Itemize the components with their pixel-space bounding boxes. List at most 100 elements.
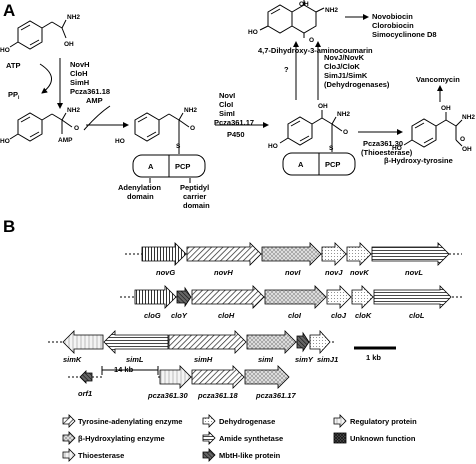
vancomycin-label: Vancomycin [416, 75, 460, 84]
domain-a-label: A [148, 162, 154, 171]
gene-arrow-simi [246, 330, 297, 354]
gene-arrow-simk [62, 330, 104, 354]
gene-label-novg: novG [156, 268, 175, 277]
simj1k-label: SimJ1/SimK [324, 71, 368, 80]
gene-arrow-siml [103, 330, 169, 354]
gene-arrow-cloj [326, 285, 352, 309]
nh2-label-3: NH2 [184, 107, 197, 114]
gene-label-pcza36130: pcza361.30 [147, 391, 188, 400]
clorobiocin-label: Clorobiocin [372, 21, 414, 30]
tyrosyl-amp-structure [9, 112, 73, 142]
legend-swatch-dehydrogenase [202, 414, 216, 428]
hydroxy-aminoacyl-pcp-structure [279, 110, 343, 152]
scale-label: 1 kb [366, 353, 381, 362]
novobiocin-label: Novobiocin [372, 12, 413, 21]
o-label-3: O [343, 129, 348, 136]
atp-label: ATP [6, 61, 20, 70]
pcza361-cluster: 14 kb orf1 pcza361.30 pcza361.18 pcza361… [68, 365, 296, 400]
oh-label: OH [64, 41, 74, 48]
gene-arrow-pcza36130 [159, 365, 192, 389]
legend-swatch-regulatory [333, 414, 347, 428]
novh-label: NovH [70, 60, 90, 69]
adenylation-label-2: domain [127, 192, 154, 201]
aminocoumarin-structure [259, 0, 325, 38]
gene-label-cloj: cloJ [331, 311, 347, 320]
panel-a-label: A [3, 1, 15, 20]
nh2-label: NH2 [67, 14, 80, 21]
gene-label-simi: simI [258, 355, 274, 364]
cloi-label: CloI [219, 100, 233, 109]
nov-cluster: novG novH novI novJ novK novL [125, 242, 462, 277]
gene-arrow-pcza36117 [244, 365, 290, 389]
amp-group-label: AMP [58, 137, 73, 144]
aminoacyl-pcp-structure [134, 112, 190, 154]
gene-arrow-simj1 [309, 329, 331, 355]
gene-label-simk: simK [63, 355, 82, 364]
gene-label-clog: cloG [144, 311, 161, 320]
gene-arrow-novk [346, 242, 372, 266]
oh-label-2: OH [318, 103, 328, 110]
gene-label-pcza36118: pcza361.18 [197, 391, 238, 400]
gene-arrow-cloy [176, 286, 192, 308]
dehydrogenases-label: (Dehydrogenases) [324, 80, 390, 89]
novi-label: NovI [219, 91, 235, 100]
coumarin-ho-label: HO [248, 29, 258, 36]
gap-label: 14 kb [114, 365, 134, 374]
ppi-label: PPi [8, 90, 20, 101]
gene-arrow-clog [134, 285, 177, 309]
gene-label-novj: novJ [325, 268, 343, 277]
bht-o-label: O [460, 136, 465, 143]
gene-arrow-novl [371, 242, 450, 266]
hydroxytyrosine-label: β-Hydroxy-tyrosine [384, 156, 453, 165]
pcza36118-label: Pcza361.18 [70, 87, 110, 96]
gene-label-clol: cloL [409, 311, 425, 320]
gene-label-novl: novL [405, 268, 423, 277]
thioesterase-label: (Thioesterase) [361, 148, 413, 157]
simocyclinone-label: Simocyclinone D8 [372, 30, 437, 39]
gene-arrow-cloh [191, 285, 265, 309]
legend-regulatory: Regulatory protein [350, 417, 417, 426]
gene-label-simh: simH [194, 355, 213, 364]
legend-swatch-amide [202, 431, 216, 445]
ho-label-2: HO [0, 138, 10, 145]
legend-swatch-hydroxylating [62, 431, 76, 445]
simh-label: SimH [70, 78, 89, 87]
bht-oh-label: OH [441, 105, 451, 112]
legend-dehydrogenase: Dehydrogenase [219, 417, 275, 426]
carrier-label-3: domain [183, 201, 210, 210]
gene-label-novk: novK [350, 268, 369, 277]
ho-label: HO [0, 47, 10, 54]
coumarin-o-label: O [309, 37, 314, 44]
legend-mbth: MbtH-like protein [219, 451, 281, 460]
question-label: ? [284, 65, 289, 74]
sim-cluster: simK simL simH simI simY simJ1 [48, 329, 338, 364]
clo-cluster: cloG cloY cloH cloI cloJ cloK cloL [120, 285, 462, 320]
legend-swatch-tyrosine [62, 414, 76, 428]
gene-arrow-clol [373, 285, 452, 309]
legend: Tyrosine-adenylating enzyme Dehydrogenas… [62, 414, 417, 462]
legend-thioesterase: Thioesterase [78, 451, 124, 460]
legend-swatch-mbth [202, 448, 216, 462]
gene-arrow-pcza36118 [191, 365, 245, 389]
o-label-2: O [190, 125, 195, 132]
ho-label-3: HO [115, 138, 125, 145]
cloh-label: CloH [70, 69, 88, 78]
gene-label-cloi: cloI [288, 311, 302, 320]
legend-swatch-unknown [333, 432, 347, 444]
atp-arrow [39, 63, 52, 94]
novjk-label: NovJ/NovK [324, 53, 365, 62]
gene-label-clok: cloK [355, 311, 372, 320]
simi-label: SimI [219, 109, 235, 118]
gene-arrow-simh [168, 330, 247, 354]
carrier-label-2: carrier [183, 192, 206, 201]
gene-label-siml: simL [126, 355, 144, 364]
gene-arrow-simy [296, 331, 310, 353]
coumarin-oh-label: OH [299, 1, 309, 8]
amp-label: AMP [86, 96, 103, 105]
o-label: O [74, 125, 79, 132]
gene-label-pcza36117: pcza361.17 [255, 391, 296, 400]
carrier-label-1: Peptidyl [180, 183, 209, 192]
gene-label-simj1: simJ1 [317, 355, 338, 364]
gene-arrow-novh [186, 242, 262, 266]
